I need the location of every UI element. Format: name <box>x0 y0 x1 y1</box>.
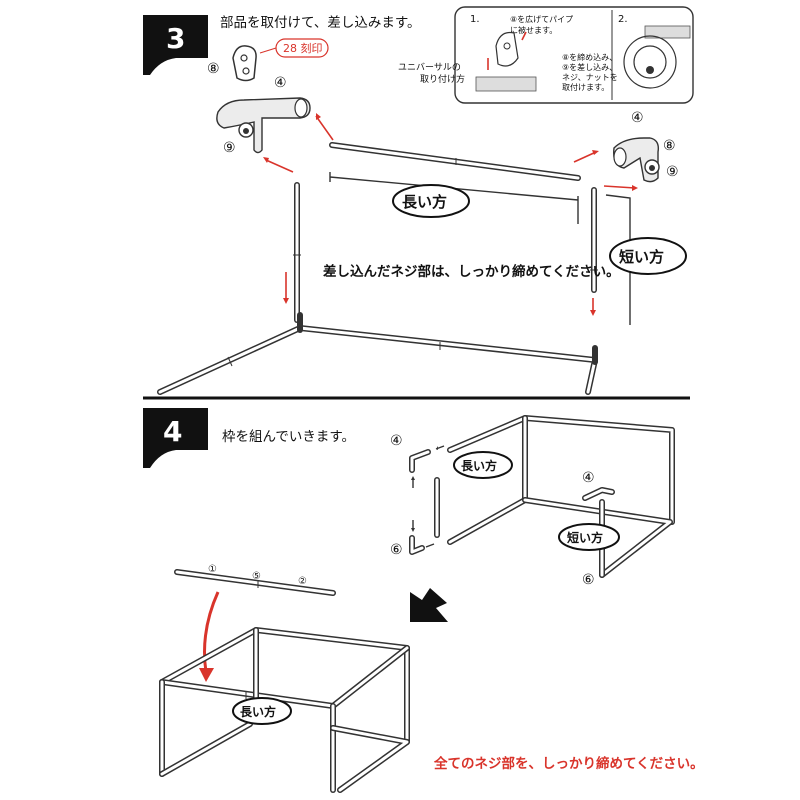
rod-mark-1: ① <box>208 564 217 575</box>
step3-part4-label: ④ <box>274 75 287 91</box>
step4-instruction: 枠を組んでいきます。 <box>222 429 355 445</box>
step4-bottom-long-bubble <box>232 697 292 725</box>
elbow-6-icon <box>409 535 425 555</box>
step4-part4-right: ④ <box>582 470 595 486</box>
step3-right-part9: ⑨ <box>666 164 679 180</box>
inset-caption-line1: ユニバーサルの <box>398 62 461 73</box>
universal-inset: 1. ⑧を広げてパイプ に被せます。 2. ⑧を締め込み、 ⑨を差し込み、 ネジ… <box>454 6 694 104</box>
inset-caption-line2: 取り付け方 <box>420 73 465 85</box>
step4-short-label: 短い方 <box>567 530 603 545</box>
base-frame <box>157 312 598 395</box>
inset-panel1-text1: ⑧を広げてパイプ <box>510 14 573 24</box>
right-elbow-fitting-icon <box>613 137 660 183</box>
step4-number: 4 <box>163 415 182 448</box>
inset-panel2-text4: 取付けます。 <box>562 82 609 92</box>
step3-long-bubble <box>392 184 470 218</box>
step4-badge: 4 <box>143 408 208 468</box>
right-pole <box>590 187 598 293</box>
fitting-8-icon <box>232 45 257 82</box>
inset-panel2-text1: ⑧を締め込み、 <box>562 52 617 62</box>
step3-part8-label: ⑧ <box>207 61 220 77</box>
inset-panel2-num: 2. <box>618 14 628 25</box>
step3-right-part4: ④ <box>631 110 644 126</box>
inset-panel1-num: 1. <box>470 14 480 25</box>
down-left-arrow-icon <box>410 588 448 622</box>
red-curved-arrow-icon <box>203 591 220 673</box>
elbow-4-icon <box>409 449 431 473</box>
step3-long-label: 長い方 <box>402 193 447 211</box>
step3-part9-label: ⑨ <box>223 140 236 156</box>
left-elbow-fitting-icon <box>216 97 311 154</box>
long-rod <box>329 142 581 181</box>
step4-bottom-long-label: 長い方 <box>240 704 276 719</box>
final-note: 全てのネジ部を、しっかり締めてください。 <box>433 755 704 772</box>
step3-right-part8: ⑧ <box>663 138 676 154</box>
step3-short-label: 短い方 <box>619 248 664 266</box>
completed-frame <box>159 627 410 793</box>
step4-section: 4 枠を組んでいきます。 ④ ⑥ <box>143 408 704 793</box>
stamp-text: 28 刻印 <box>283 41 323 55</box>
step3-section: 3 部品を取付けて、差し込みます。 ⑧ 28 刻印 ④ ⑨ <box>143 6 694 395</box>
step4-part4-left: ④ <box>390 433 403 449</box>
step3-badge: 3 <box>143 15 208 75</box>
side-frame <box>447 415 675 578</box>
rod-mark-5: ⑤ <box>252 571 261 582</box>
top-rod <box>174 569 336 596</box>
step3-instruction: 部品を取付けて、差し込みます。 <box>220 15 420 31</box>
step3-number: 3 <box>166 22 185 55</box>
left-pole <box>293 182 301 323</box>
step4-part6-right: ⑥ <box>582 572 595 588</box>
rod-mark-2: ② <box>298 576 307 587</box>
inset-panel1-text2: に被せます。 <box>510 25 557 35</box>
step4-short-bubble <box>558 523 620 551</box>
step4-part6-left: ⑥ <box>390 542 403 558</box>
step3-short-bubble <box>609 237 687 275</box>
step3-note: 差し込んだネジ部は、しっかり締めてください。 <box>323 263 620 280</box>
inset-panel2-text2: ⑨を差し込み、 <box>562 62 617 72</box>
step4-long-label: 長い方 <box>461 458 497 473</box>
step4-long-bubble <box>453 451 513 479</box>
inset-panel2-text3: ネジ、ナットを <box>562 73 618 82</box>
